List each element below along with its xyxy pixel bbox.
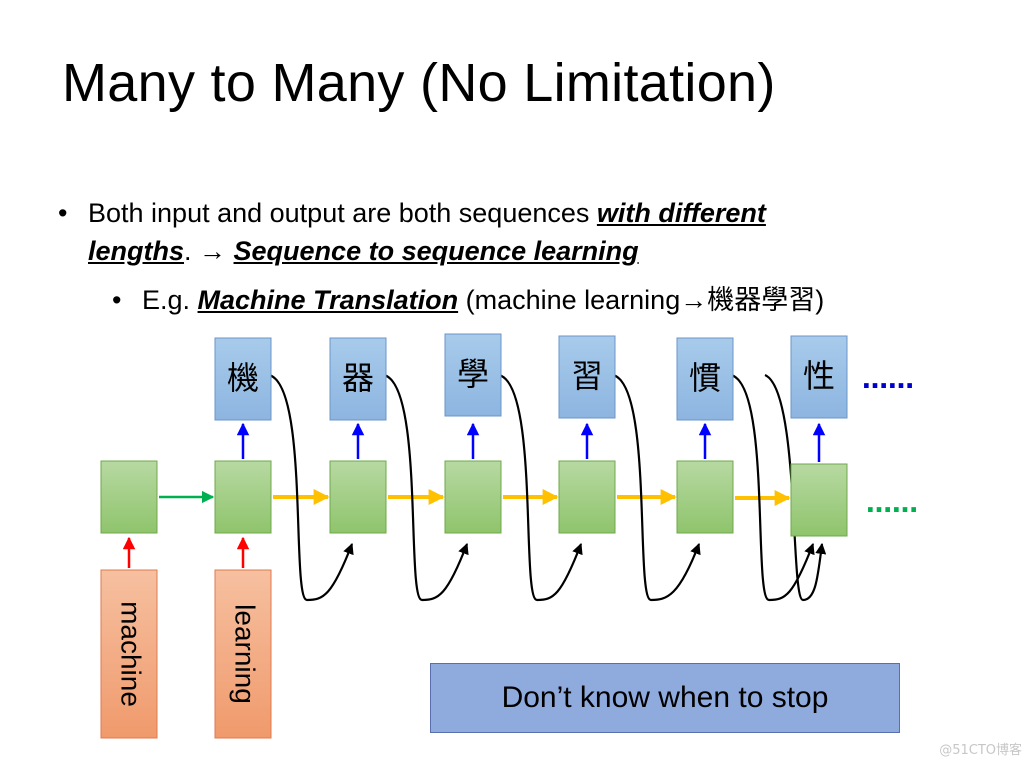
hidden-cell	[790, 463, 848, 537]
output-char: 器	[342, 359, 374, 397]
example-suffix: (machine learning→機器學習)	[458, 285, 825, 315]
watermark: @51CTO博客	[939, 743, 1022, 758]
feedback-loop	[383, 373, 469, 602]
output-box	[676, 337, 734, 421]
bullet1-text: Both input and output are both sequences	[88, 198, 597, 228]
output-box	[214, 337, 272, 421]
bullet-sequences: • Both input and output are both sequence…	[58, 194, 766, 270]
output-box	[444, 333, 502, 417]
emph-lengths: lengths	[88, 236, 185, 266]
stop-note-box: Don’t know when to stop	[430, 663, 900, 733]
bullet1-arrow-text: . →	[184, 236, 234, 266]
output-char: 慣	[689, 359, 721, 397]
input-box-learning	[214, 569, 272, 739]
output-box	[790, 335, 848, 419]
emph-machine-translation: Machine Translation	[197, 285, 459, 315]
input-word-learning: learning	[230, 604, 261, 704]
slide-title: Many to Many (No Limitation)	[62, 53, 776, 113]
sub-bullet-dot: •	[112, 285, 122, 315]
bullet-example: • E.g. Machine Translation (machine learn…	[112, 281, 824, 319]
hidden-cell	[558, 460, 616, 534]
output-char: 習	[571, 357, 603, 395]
example-prefix: E.g.	[142, 285, 198, 315]
feedback-loop	[498, 373, 583, 602]
hidden-ellipsis: ……	[866, 489, 918, 519]
output-char: 性	[803, 357, 835, 395]
input-word-machine: machine	[116, 601, 147, 707]
output-ellipsis: ……	[862, 365, 914, 395]
hidden-cell	[100, 460, 158, 534]
feedback-loop	[268, 373, 354, 602]
input-box-machine	[100, 569, 158, 739]
output-box	[558, 335, 616, 419]
hidden-cell	[329, 460, 387, 534]
hidden-cell	[444, 460, 502, 534]
hidden-cell	[676, 460, 734, 534]
bullet-dot: •	[58, 198, 68, 228]
output-box	[329, 337, 387, 421]
stop-note-text: Don’t know when to stop	[501, 681, 829, 714]
hidden-cell	[214, 460, 272, 534]
feedback-loop	[612, 373, 701, 602]
emph-different: with different	[596, 198, 766, 228]
output-char: 機	[227, 359, 259, 397]
feedback-loop	[730, 373, 815, 602]
output-char: 學	[457, 355, 489, 393]
feedback-loop	[764, 373, 827, 602]
emph-seq2seq: Sequence to sequence learning	[233, 236, 639, 266]
